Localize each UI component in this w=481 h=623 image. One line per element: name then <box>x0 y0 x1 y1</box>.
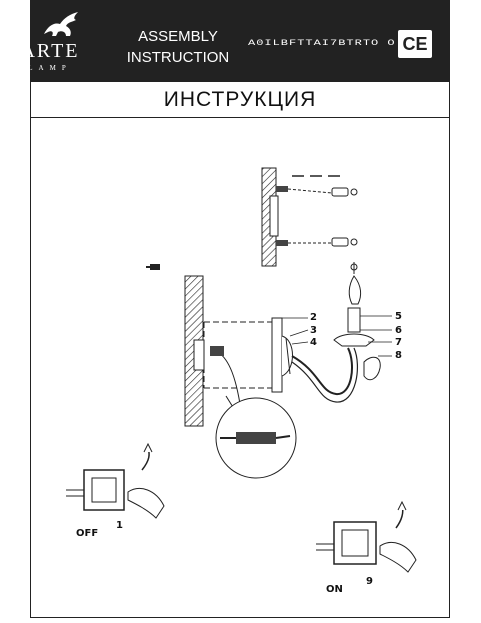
switch-on-label: ON <box>326 584 343 595</box>
part-number-6: 6 <box>395 325 402 336</box>
socket <box>347 307 361 333</box>
wall-mount-base <box>271 317 293 393</box>
assembly-line-2: INSTRUCTION <box>126 49 230 66</box>
decorative-butterfly <box>363 356 381 381</box>
griffin-icon <box>44 12 78 36</box>
screw-icon <box>146 264 160 270</box>
projection-lines <box>203 321 278 389</box>
part-number-8: 8 <box>395 350 402 361</box>
part-number-7: 7 <box>395 337 402 348</box>
assembly-instruction-title: ASSEMBLY INSTRUCTION <box>118 26 238 68</box>
ce-mark: CE <box>398 30 432 58</box>
switch-on-step: 9 <box>366 576 373 587</box>
part-number-5: 5 <box>395 311 402 322</box>
terminal-block <box>210 346 224 356</box>
model-code: A0ILBFTTAI7BTRTO O <box>248 38 396 48</box>
instruction-sheet <box>30 0 450 618</box>
brand-name: ARTE <box>20 40 80 62</box>
part-number-2: 2 <box>310 312 317 323</box>
lamp-arm <box>291 347 353 395</box>
page-title: ИНСТРУКЦИЯ <box>163 88 317 111</box>
leader-lines <box>282 315 392 357</box>
switch-off-step: 1 <box>116 520 123 531</box>
drip-cup <box>333 333 375 347</box>
assembly-line-1: ASSEMBLY <box>138 28 218 45</box>
mounting-plate-detail <box>261 167 358 267</box>
switch-off-label: OFF <box>76 528 99 539</box>
part-number-4: 4 <box>310 337 317 348</box>
lamp-arm-inner <box>291 347 358 403</box>
header-bar <box>30 0 450 82</box>
part-number-3: 3 <box>310 325 317 336</box>
wall-junction-box <box>193 339 205 371</box>
supply-wire <box>217 351 241 405</box>
bulb <box>348 262 362 305</box>
brand-subtitle: LAMP <box>28 64 72 72</box>
connector-detail-magnifier <box>215 395 297 479</box>
title-divider <box>30 117 450 118</box>
switch-on-illustration <box>316 500 417 573</box>
switch-off-illustration <box>66 442 165 519</box>
